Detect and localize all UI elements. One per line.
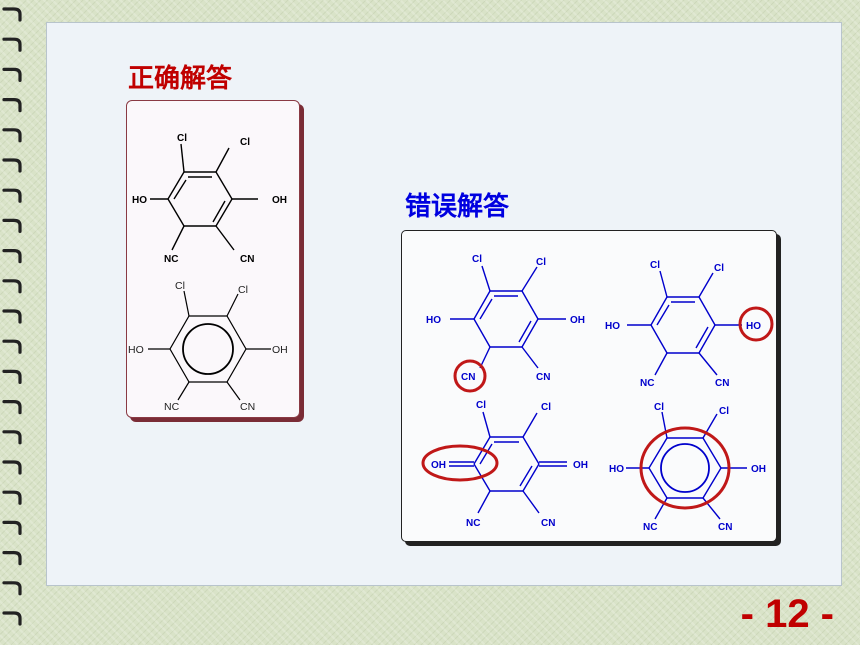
m2-label-6: HO bbox=[128, 344, 144, 356]
wrong-answer-box bbox=[401, 230, 777, 542]
m3-label-6: HO bbox=[426, 315, 441, 326]
binding-ring bbox=[2, 218, 22, 233]
m2-label-1: Cl bbox=[175, 280, 185, 292]
m4-label-5: NC bbox=[640, 378, 654, 389]
m1-label-1: Cl bbox=[177, 133, 187, 144]
error-circle-ring bbox=[639, 426, 731, 510]
m3-label-3: OH bbox=[570, 315, 585, 326]
binding-ring bbox=[2, 128, 22, 143]
m1-label-5: NC bbox=[164, 254, 178, 265]
binding-ring bbox=[2, 369, 22, 384]
binding-ring bbox=[2, 339, 22, 354]
m5-label-4: CN bbox=[541, 518, 555, 529]
m4-label-6: HO bbox=[605, 321, 620, 332]
error-circle-ho bbox=[738, 306, 774, 342]
m4-label-1: Cl bbox=[650, 260, 660, 271]
m5-label-1: Cl bbox=[476, 400, 486, 411]
binding-ring bbox=[2, 7, 22, 22]
m4-label-4: CN bbox=[715, 378, 729, 389]
m4-label-2: Cl bbox=[714, 263, 724, 274]
m6-label-3: OH bbox=[751, 464, 766, 475]
molecule-wrong-4: Cl Cl OH CN NC HO bbox=[609, 402, 766, 533]
m3-label-1: Cl bbox=[472, 254, 482, 265]
binding-ring bbox=[2, 279, 22, 294]
binding-ring bbox=[2, 490, 22, 505]
correct-answer-box bbox=[126, 100, 300, 418]
m1-label-3: OH bbox=[272, 195, 287, 206]
binding-ring bbox=[2, 188, 22, 203]
error-circle-oh bbox=[421, 444, 499, 482]
binding-ring bbox=[2, 67, 22, 82]
m5-label-5: NC bbox=[466, 518, 480, 529]
m5-label-3: OH bbox=[573, 460, 588, 471]
molecule-wrong-1: Cl Cl OH CN CN HO bbox=[426, 254, 585, 393]
m6-label-2: Cl bbox=[719, 406, 729, 417]
m2-label-2: Cl bbox=[238, 284, 248, 296]
page-number: - 12 - bbox=[740, 592, 834, 636]
wrong-answer-title: 错误解答 bbox=[405, 192, 510, 222]
m6-label-1: Cl bbox=[654, 402, 664, 413]
error-circle-cn bbox=[453, 359, 487, 393]
m6-label-5: NC bbox=[643, 522, 657, 533]
binding-ring bbox=[2, 430, 22, 445]
binding-ring bbox=[2, 400, 22, 415]
m2-label-3: OH bbox=[272, 344, 288, 356]
m6-label-6: HO bbox=[609, 464, 624, 475]
m6-label-4: CN bbox=[718, 522, 732, 533]
spiral-binding bbox=[2, 7, 22, 626]
molecule-correct-circle: Cl Cl OH CN NC HO bbox=[128, 280, 288, 413]
binding-ring bbox=[2, 460, 22, 475]
m3-label-2: Cl bbox=[536, 257, 546, 268]
m1-label-2: Cl bbox=[240, 137, 250, 148]
binding-ring bbox=[2, 37, 22, 52]
correct-answer-title: 正确解答 bbox=[128, 64, 233, 94]
m5-label-6: OH bbox=[431, 460, 446, 471]
molecule-wrong-3: Cl Cl OH CN NC OH bbox=[421, 400, 588, 529]
m2-label-4: CN bbox=[240, 401, 255, 413]
m3-label-4: CN bbox=[536, 372, 550, 383]
molecule-correct-kekule: Cl Cl OH CN NC HO bbox=[132, 133, 287, 265]
m1-label-4: CN bbox=[240, 254, 254, 265]
m2-label-5: NC bbox=[164, 401, 180, 413]
m4-label-3: HO bbox=[746, 321, 761, 332]
m5-label-2: Cl bbox=[541, 402, 551, 413]
m1-label-6: HO bbox=[132, 195, 147, 206]
binding-ring bbox=[2, 249, 22, 264]
binding-ring bbox=[2, 611, 22, 626]
binding-ring bbox=[2, 309, 22, 324]
binding-ring bbox=[2, 520, 22, 535]
binding-ring bbox=[2, 98, 22, 113]
binding-ring bbox=[2, 581, 22, 596]
binding-ring bbox=[2, 551, 22, 566]
binding-ring bbox=[2, 158, 22, 173]
molecule-wrong-2: Cl Cl HO CN NC HO bbox=[605, 260, 774, 389]
m3-label-5: CN bbox=[461, 372, 475, 383]
